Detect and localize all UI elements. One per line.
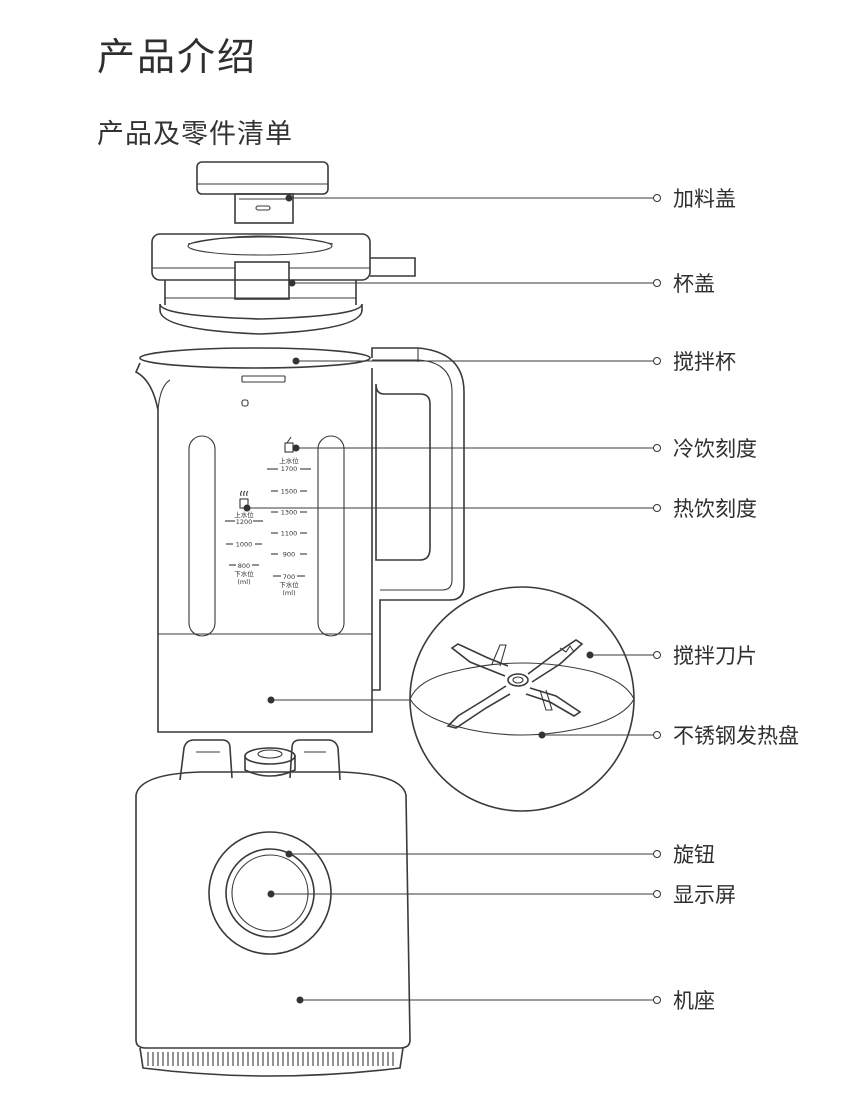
page-title: 产品介绍 — [97, 35, 258, 79]
hot-max-value: 1200 — [236, 518, 253, 526]
scale-mark-label: 1100 — [281, 530, 298, 538]
cold-cup-icon — [284, 436, 294, 453]
filler-cap-drawing — [196, 161, 329, 224]
cold-min-value: 700 — [283, 573, 295, 581]
motor-base-drawing — [135, 739, 411, 1077]
scale-mark-label: 1000 — [236, 541, 253, 549]
label-base: 机座 — [673, 989, 715, 1013]
cold-unit: (ml) — [282, 589, 295, 597]
hot-marks: 1000 — [226, 541, 262, 549]
hot-min-value: 800 — [238, 562, 250, 570]
jar-lid-drawing — [151, 233, 416, 335]
hot-min-label: 下水位 — [234, 569, 254, 578]
label-knob: 旋钮 — [673, 843, 715, 867]
label-jar-lid: 杯盖 — [673, 272, 715, 296]
base-grille — [147, 1052, 394, 1066]
scale-mark-label: 1300 — [281, 509, 298, 517]
label-blender-jar: 搅拌杯 — [673, 350, 736, 374]
label-filler-cap: 加料盖 — [673, 187, 736, 211]
blade-detail-drawing — [409, 586, 635, 812]
scale-mark-label: 900 — [283, 551, 295, 559]
section-title: 产品及零件清单 — [97, 119, 293, 150]
scale-mark-label: 1500 — [281, 488, 298, 496]
cold-scale: 上水位 1700 1500 1300 1100 900 700 下水位 (ml) — [267, 436, 311, 597]
label-heating-plate: 不锈钢发热盘 — [673, 724, 799, 748]
cold-marks: 1500 1300 1100 900 — [271, 488, 307, 559]
label-hot-scale: 热饮刻度 — [673, 497, 757, 521]
cold-max-value: 1700 — [281, 465, 298, 473]
blender-jar-drawing — [134, 347, 465, 733]
hot-max-label: 上水位 — [234, 510, 254, 519]
label-blades: 搅拌刀片 — [673, 644, 757, 668]
leader-lines — [243, 194, 661, 1004]
label-cold-scale: 冷饮刻度 — [673, 437, 757, 461]
cold-min-label: 下水位 — [279, 580, 299, 589]
cold-max-label: 上水位 — [279, 456, 299, 465]
hot-unit: (ml) — [237, 578, 250, 586]
hot-scale: 上水位 1200 1000 800 下水位 (ml) — [225, 490, 263, 586]
label-display: 显示屏 — [673, 883, 736, 907]
